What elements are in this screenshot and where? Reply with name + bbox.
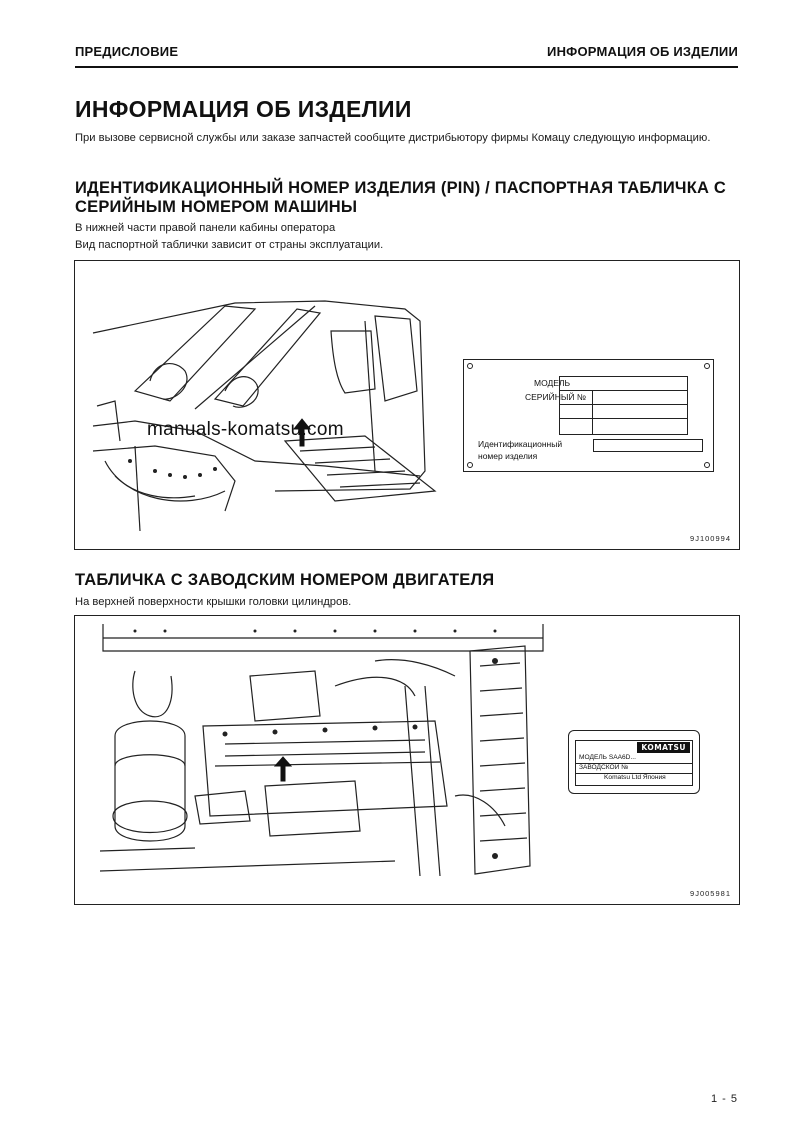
engine-section-heading: ТАБЛИЧКА С ЗАВОДСКИМ НОМЕРОМ ДВИГАТЕЛЯ: [75, 571, 495, 589]
page-title: ИНФОРМАЦИЯ ОБ ИЗДЕЛИИ: [75, 96, 412, 122]
cab-drawing: [92, 300, 437, 532]
pin-plate-diagram: МОДЕЛЬ СЕРИЙНЫЙ № Идентификационный номе…: [463, 359, 714, 472]
plate-id-field: [593, 439, 703, 452]
pin-location-text: В нижней части правой панели кабины опер…: [75, 222, 336, 234]
pin-plate-note: Вид паспортной таблички зависит от стран…: [75, 239, 384, 251]
engine-plate-maker: Komatsu Ltd Япония: [604, 774, 666, 781]
watermark-text: manuals-komatsu.com: [147, 419, 344, 440]
running-header: ПРЕДИСЛОВИЕ ИНФОРМАЦИЯ ОБ ИЗДЕЛИИ: [75, 44, 738, 59]
page-number: 1 - 5: [710, 1093, 738, 1105]
intro-paragraph: При вызове сервисной службы или заказе з…: [75, 132, 711, 144]
plate-id-label: Идентификационный: [478, 439, 563, 449]
engine-plate-inner: KOMATSU МОДЕЛЬ SAA6D... ЗАВОДСКОЙ № Koma…: [575, 740, 693, 786]
engine-drawing: [99, 624, 544, 877]
figure-code: 9J100994: [690, 534, 731, 543]
engine-plate-figure: KOMATSU МОДЕЛЬ SAA6D... ЗАВОДСКОЙ № Koma…: [74, 615, 740, 905]
komatsu-logo: KOMATSU: [637, 742, 690, 753]
screw-icon: [704, 363, 710, 369]
header-topic-label: ИНФОРМАЦИЯ ОБ ИЗДЕЛИИ: [547, 44, 738, 59]
screw-icon: [467, 363, 473, 369]
pin-location-figure: manuals-komatsu.com МОДЕЛЬ СЕРИЙНЫЙ № Ид…: [74, 260, 740, 550]
header-section-label: ПРЕДИСЛОВИЕ: [75, 44, 179, 59]
screw-icon: [704, 462, 710, 468]
header-rule: [75, 66, 738, 68]
figure-code: 9J005981: [690, 889, 731, 898]
plate-serial-label: СЕРИЙНЫЙ №: [525, 392, 586, 402]
plate-field-grid: [559, 376, 688, 435]
plate-model-label: МОДЕЛЬ: [534, 378, 571, 388]
engine-plate-model: МОДЕЛЬ SAA6D...: [579, 754, 636, 761]
engine-location-text: На верхней поверхности крышки головки ци…: [75, 596, 352, 608]
screw-icon: [467, 462, 473, 468]
engine-plate-serial: ЗАВОДСКОЙ №: [579, 764, 629, 771]
plate-id-label-2: номер изделия: [478, 451, 538, 461]
pin-section-heading: ИДЕНТИФИКАЦИОННЫЙ НОМЕР ИЗДЕЛИЯ (PIN) / …: [75, 179, 726, 216]
engine-plate-diagram: KOMATSU МОДЕЛЬ SAA6D... ЗАВОДСКОЙ № Koma…: [568, 730, 700, 794]
